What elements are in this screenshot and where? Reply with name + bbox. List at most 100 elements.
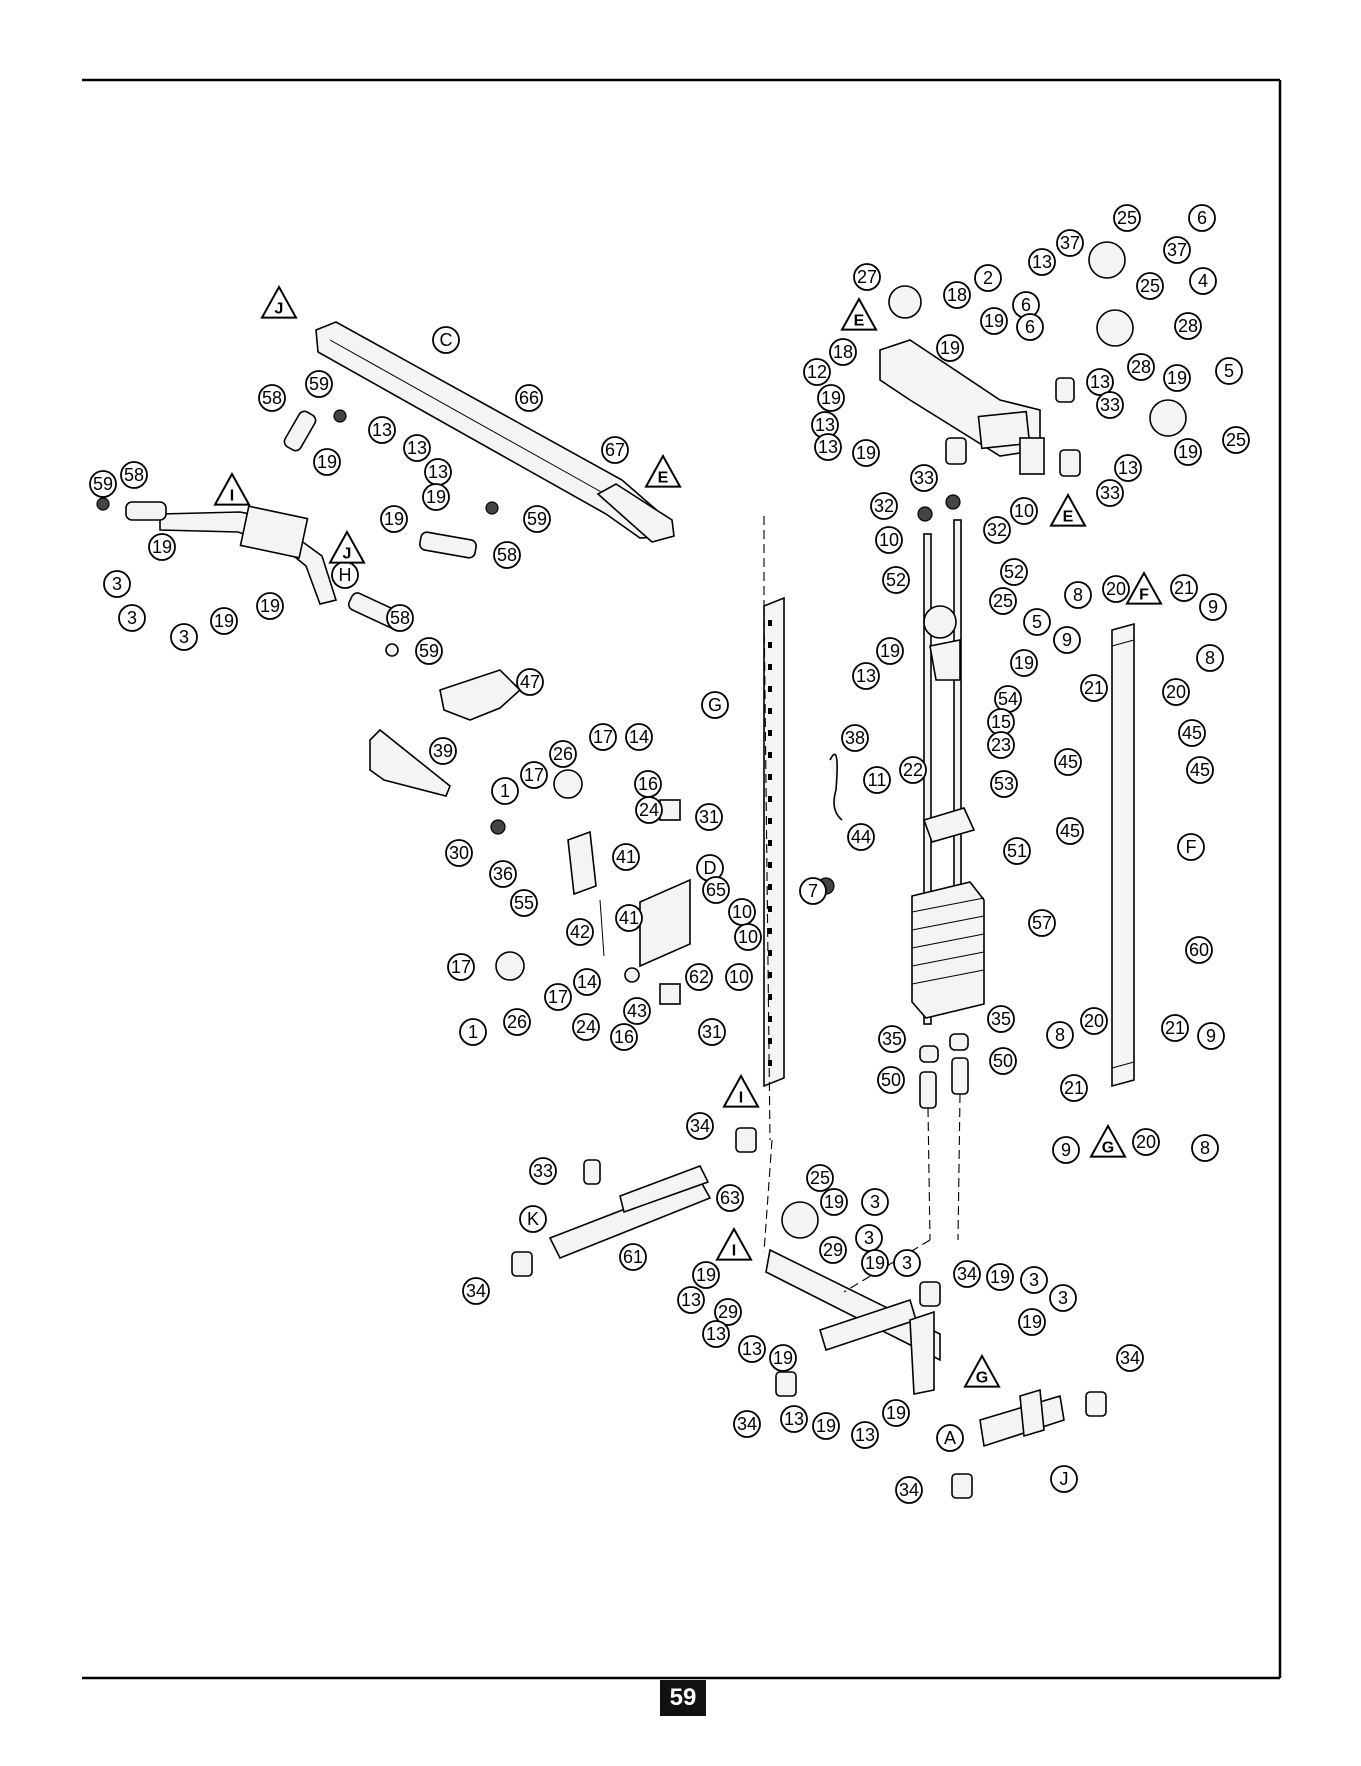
part-callout-c-33b: 33: [910, 464, 938, 492]
callout-label: 10: [729, 967, 749, 987]
part-callout-c-66: 66: [515, 384, 543, 412]
callout-label: 51: [1007, 841, 1027, 861]
callout-label: 54: [998, 689, 1018, 709]
marker-triangle: [722, 1073, 760, 1108]
assembly-marker-t-E1: E: [840, 296, 878, 331]
callout-label: 53: [994, 774, 1014, 794]
callout-label: 5: [1224, 361, 1234, 381]
callout-label: 3: [902, 1253, 912, 1273]
callout-circle: [1177, 833, 1205, 861]
callout-circle: [702, 876, 730, 904]
part-callout-c-52b: 52: [882, 566, 910, 594]
callout-label: 19: [1014, 653, 1034, 673]
callout-label: 19: [1167, 368, 1187, 388]
part-callout-c-61: 61: [619, 1243, 647, 1271]
part-callout-c-K-label: K: [519, 1205, 547, 1233]
part-callout-c-10c: 10: [728, 898, 756, 926]
callout-circle: [462, 1277, 490, 1305]
part-callout-c-33a: 33: [1096, 391, 1124, 419]
callout-circle: [861, 1188, 889, 1216]
callout-circle: [573, 968, 601, 996]
part-callout-c-41a: 41: [612, 843, 640, 871]
part-callout-c-10b: 10: [875, 526, 903, 554]
callout-label: 35: [882, 1029, 902, 1049]
callout-circle: [738, 1335, 766, 1363]
callout-circle: [1189, 267, 1217, 295]
part-callout-c-33c: 33: [1096, 479, 1124, 507]
callout-label: 45: [1190, 760, 1210, 780]
part-callout-c-1b: 1: [459, 1018, 487, 1046]
callout-label: 4: [1198, 271, 1208, 291]
callout-circle: [989, 1047, 1017, 1075]
callout-label: D: [704, 858, 717, 878]
upright-hole: [768, 752, 772, 758]
marker-label: J: [275, 301, 284, 318]
callout-circle: [459, 1018, 487, 1046]
marker-label: I: [230, 488, 234, 505]
callout-label: 3: [1058, 1288, 1068, 1308]
part-callout-c-3f: 3: [893, 1249, 921, 1277]
callout-label: 25: [1117, 208, 1137, 228]
part-callout-c-60: 60: [1185, 936, 1213, 964]
callout-circle: [1191, 1134, 1219, 1162]
callout-label: 3: [179, 627, 189, 647]
callout-circle: [516, 668, 544, 696]
upright-hole: [768, 840, 772, 846]
callout-label: 58: [262, 388, 282, 408]
part-callout-c-19b: 19: [936, 334, 964, 362]
callout-label: 25: [810, 1168, 830, 1188]
callout-circle: [861, 1249, 889, 1277]
part-callout-c-16b: 16: [610, 1023, 638, 1051]
part-callout-c-13d: 13: [814, 433, 842, 461]
base-frame: [511, 1127, 1107, 1499]
top-frame-b: [879, 241, 1187, 522]
part-callout-c-18a: 18: [943, 281, 971, 309]
callout-circle: [686, 1112, 714, 1140]
part-callout-c-9b: 9: [1053, 626, 1081, 654]
part-callout-c-19j: 19: [422, 483, 450, 511]
callout-circle: [429, 737, 457, 765]
callout-label: 29: [823, 1240, 843, 1260]
part-callout-c-19s: 19: [1018, 1308, 1046, 1336]
boom-frame-c: [315, 321, 675, 543]
callout-circle: [1053, 626, 1081, 654]
part-callout-c-24b: 24: [572, 1013, 600, 1041]
part-callout-c-36: 36: [489, 860, 517, 888]
marker-label: G: [976, 1370, 988, 1387]
callout-circle: [1028, 248, 1056, 276]
callout-circle: [1196, 644, 1224, 672]
part-callout-c-17b: 17: [520, 761, 548, 789]
callout-circle: [812, 1412, 840, 1440]
part-callout-c-3a: 3: [103, 570, 131, 598]
callout-label: 59: [527, 509, 547, 529]
callout-label: 19: [773, 1348, 793, 1368]
marker-triangle: [840, 296, 878, 331]
callout-label: 13: [1090, 372, 1110, 392]
assembly-marker-t-I2: I: [722, 1073, 760, 1108]
callout-circle: [601, 436, 629, 464]
part-callout-c-J-label: J: [1050, 1465, 1078, 1493]
callout-circle: [817, 384, 845, 412]
part-callout-c-10e: 10: [725, 963, 753, 991]
callout-circle: [493, 541, 521, 569]
callout-circle: [986, 1263, 1014, 1291]
part-callout-c-55: 55: [510, 889, 538, 917]
callout-circle: [120, 461, 148, 489]
callout-label: 19: [260, 596, 280, 616]
callout-label: 44: [851, 827, 871, 847]
callout-label: 21: [1165, 1018, 1185, 1038]
callout-circle: [635, 796, 663, 824]
part-callout-c-20b: 20: [1162, 678, 1190, 706]
callout-circle: [1052, 1136, 1080, 1164]
part-callout-c-3b: 3: [118, 604, 146, 632]
part-callout-c-24a: 24: [635, 796, 663, 824]
part-callout-c-13m: 13: [780, 1405, 808, 1433]
callout-label: 9: [1206, 1026, 1216, 1046]
part-callout-c-19n: 19: [210, 607, 238, 635]
part-callout-c-45a: 45: [1178, 719, 1206, 747]
callout-circle: [936, 334, 964, 362]
callout-circle: [698, 1018, 726, 1046]
callout-circle: [882, 566, 910, 594]
callout-label: 33: [1100, 483, 1120, 503]
